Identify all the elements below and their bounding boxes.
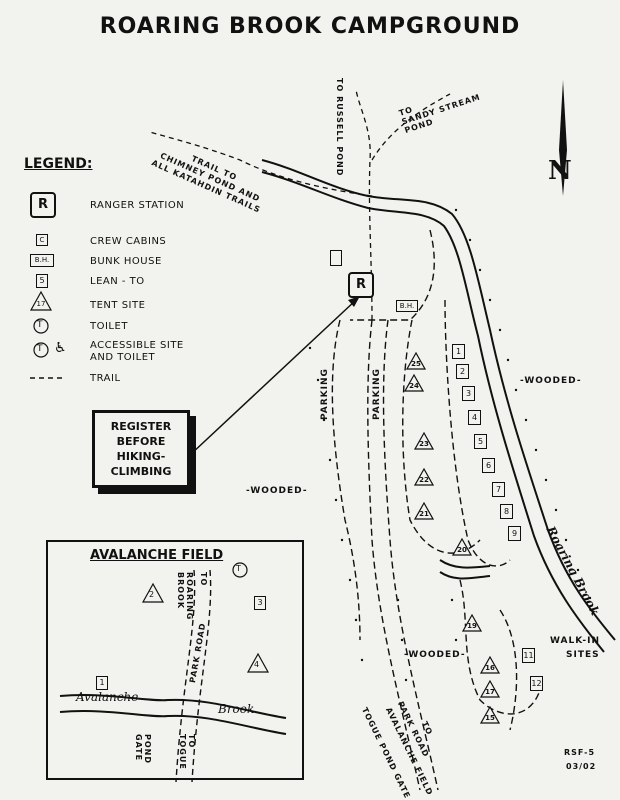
park-road	[331, 229, 541, 791]
inset-map	[59, 562, 287, 782]
wheelchair-icon: ♿	[54, 340, 67, 356]
wooded-stipple	[308, 208, 592, 682]
lean-to-6: 6	[482, 458, 495, 473]
wooded-west: -WOODED-	[246, 486, 308, 496]
legend-accessible-1: ACCESSIBLE SITE	[90, 340, 184, 351]
bunk-house: B.H.	[396, 300, 418, 312]
ranger-station-icon: R	[30, 192, 56, 218]
map-date: 03/02	[566, 762, 597, 771]
tent-site-20: 20	[452, 538, 472, 556]
legend-heading: LEGEND:	[24, 156, 93, 172]
roaring-brook	[261, 159, 616, 653]
north-arrow	[559, 80, 567, 196]
lean-to-9: 9	[508, 526, 521, 541]
tent-site-22: 22	[414, 468, 434, 486]
tent-site-icon: 17	[36, 300, 46, 308]
inset-leanto-1: 1	[96, 676, 108, 690]
tent-site-23: 23	[414, 432, 434, 450]
trails	[149, 89, 451, 321]
building	[330, 250, 342, 266]
accessible-toilet-icon: T	[37, 344, 43, 354]
lean-to-7: 7	[492, 482, 505, 497]
inset-avalanche: Avalanche	[76, 690, 139, 704]
inset-brook: Brook	[218, 702, 255, 716]
lean-to-2: 2	[456, 364, 469, 379]
walk-in-lean-to-11: 11	[522, 648, 535, 663]
lean-to-4: 4	[468, 410, 481, 425]
lean-to-3: 3	[462, 386, 475, 401]
inset-tent-2: 2	[149, 590, 155, 599]
trail-russell: TO RUSSELL POND	[335, 78, 344, 177]
walk-in-1: WALK-IN	[550, 636, 601, 646]
tent-site-15: 15	[480, 706, 500, 724]
legend-tent: TENT SITE	[90, 300, 146, 311]
legend-trail: TRAIL	[90, 373, 121, 384]
register-pointer	[189, 299, 357, 456]
legend-leanto: LEAN - TO	[90, 276, 145, 287]
parking-left: PARKING	[320, 368, 330, 420]
lean-to-5: 5	[474, 434, 487, 449]
tent-site-25: 25	[406, 352, 426, 370]
inset-title: AVALANCHE FIELD	[90, 548, 224, 563]
ranger-station: R	[348, 272, 374, 298]
lean-to-icon: 5	[36, 274, 48, 288]
inset-to: TO	[199, 572, 208, 587]
bunk-house-icon: B.H.	[30, 254, 54, 267]
legend-bunk: BUNK HOUSE	[90, 256, 162, 267]
tent-site-24: 24	[404, 374, 424, 392]
map-code: RSF-5	[564, 748, 596, 757]
inset-leanto-3: 3	[254, 596, 266, 610]
lean-to-8: 8	[500, 504, 513, 519]
north-label: N	[548, 156, 572, 186]
inset-tent-4: 4	[254, 660, 260, 669]
map-title: ROARING BROOK CAMPGROUND	[99, 14, 521, 39]
parking-right: PARKING	[372, 368, 382, 420]
tent-site-17: 17	[480, 680, 500, 698]
legend-accessible-2: AND TOILET	[90, 352, 156, 363]
legend-toilet: TOILET	[90, 321, 128, 332]
walk-in-2: SITES	[566, 650, 600, 660]
lean-to-1: 1	[452, 344, 465, 359]
tent-site-19: 19	[462, 614, 482, 632]
wooded-south: -WOODED-	[404, 650, 466, 660]
tent-site-21: 21	[414, 502, 434, 520]
wooded-east: -WOODED-	[520, 376, 582, 386]
crew-cabin-icon: C	[36, 234, 48, 246]
tent-site-16: 16	[480, 656, 500, 674]
walk-in-lean-to-12: 12	[530, 676, 543, 691]
toilet-icon: T	[37, 320, 43, 330]
inset-toilet: T	[236, 564, 241, 573]
legend-crew: CREW CABINS	[90, 236, 167, 247]
legend-ranger: RANGER STATION	[90, 200, 185, 211]
